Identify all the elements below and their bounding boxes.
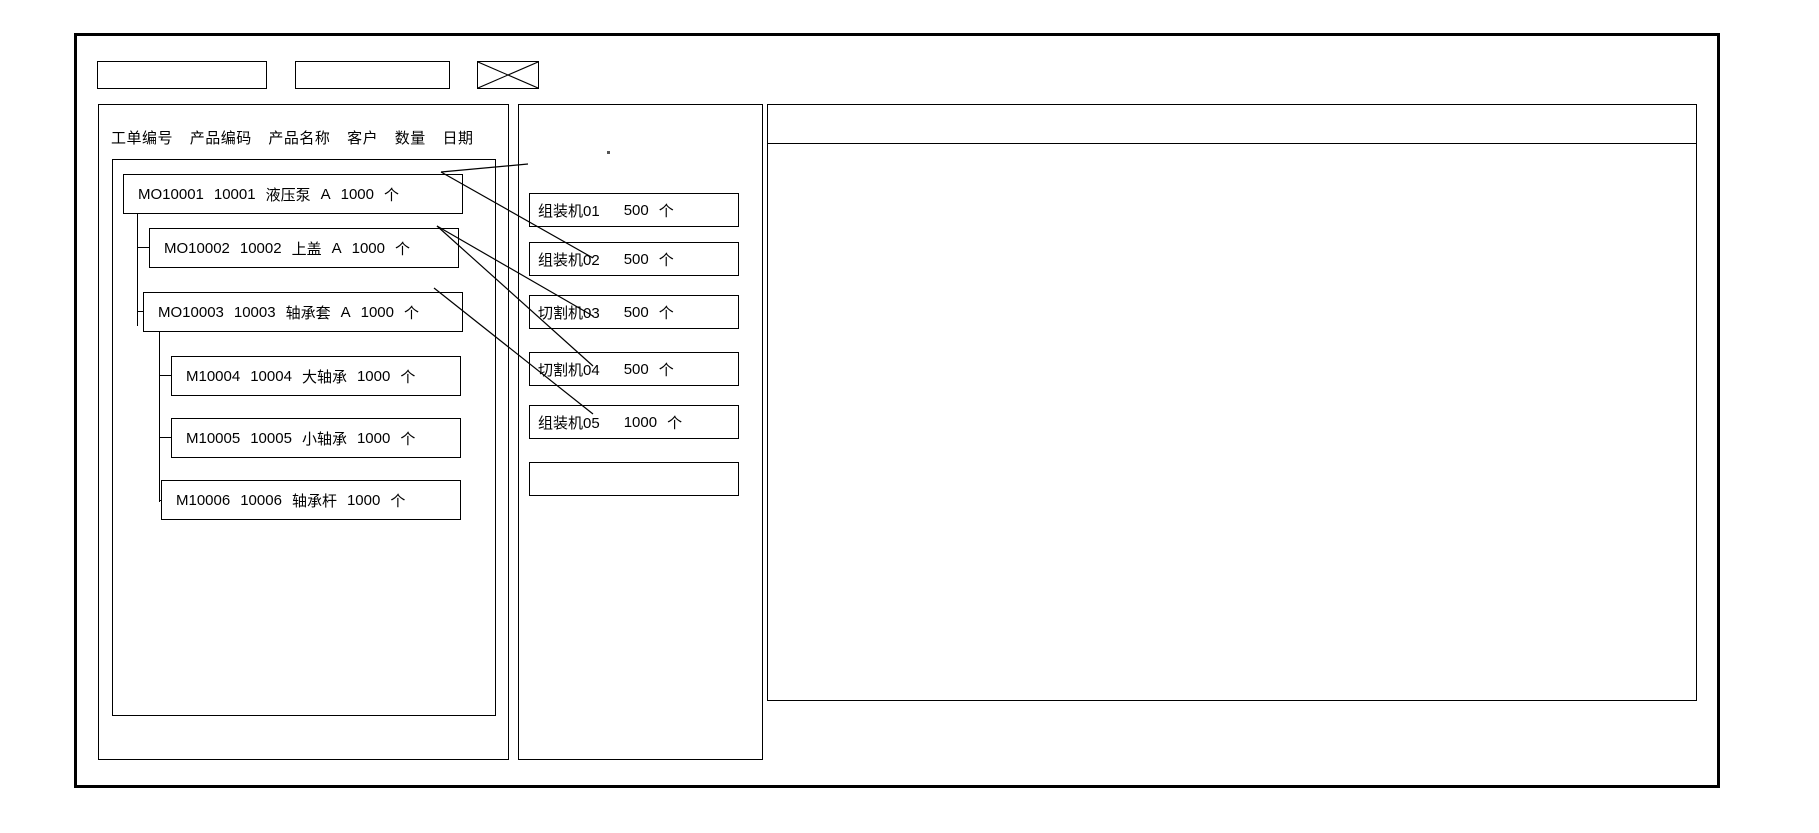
row-quantity: 1000 xyxy=(356,367,391,385)
table-row[interactable]: M10005 10005 小轴承 1000 个 xyxy=(171,418,461,458)
column-header-customer: 客户 xyxy=(347,130,379,147)
list-item[interactable]: 切割机03 500 个 xyxy=(529,295,739,329)
column-header-product-name: 产品名称 xyxy=(268,130,331,147)
row-customer: A xyxy=(340,303,351,321)
row-product-code: 10002 xyxy=(239,239,282,257)
list-item[interactable]: 切割机04 500 个 xyxy=(529,352,739,386)
machine-name: 切割机04 xyxy=(538,361,600,379)
toolbar-field-1[interactable] xyxy=(97,61,267,89)
machine-name: 组装机05 xyxy=(538,414,600,432)
machine-empty-slot[interactable] xyxy=(529,462,739,496)
window-frame: 工单编号 产品编码 产品名称 客户 数量 日期 MO10001 xyxy=(74,33,1720,788)
toolbar-field-2[interactable] xyxy=(295,61,450,89)
detail-panel-header[interactable] xyxy=(768,105,1696,143)
tree-connector-elbow-2 xyxy=(137,311,144,313)
row-unit: 个 xyxy=(395,240,411,258)
tree-connector-elbow-4 xyxy=(159,437,172,439)
column-headers: 工单编号 产品编码 产品名称 客户 数量 日期 xyxy=(111,127,473,148)
row-product-code: 10006 xyxy=(240,491,282,509)
column-header-order-no: 工单编号 xyxy=(111,130,174,147)
detail-panel xyxy=(767,104,1697,701)
table-row[interactable]: M10004 10004 大轴承 1000 个 xyxy=(171,356,461,396)
row-order-no: M10006 xyxy=(176,491,231,509)
row-quantity: 1000 xyxy=(360,303,394,321)
row-order-no: MO10002 xyxy=(164,239,230,257)
list-item[interactable]: 组装机05 1000 个 xyxy=(529,405,739,439)
row-product-name: 轴承杆 xyxy=(291,492,337,510)
column-header-date: 日期 xyxy=(442,130,474,147)
table-row[interactable]: M10006 10006 轴承杆 1000 个 xyxy=(161,480,461,520)
row-customer: A xyxy=(331,239,342,257)
row-customer: A xyxy=(320,185,331,203)
list-item[interactable]: 组装机02 500 个 xyxy=(529,242,739,276)
row-order-no: M10005 xyxy=(186,429,241,447)
machine-quantity: 500 xyxy=(623,303,649,321)
machine-name: 切割机03 xyxy=(538,304,600,322)
row-order-no: M10004 xyxy=(186,367,241,385)
row-product-name: 轴承套 xyxy=(285,304,331,322)
image-placeholder-icon xyxy=(477,61,539,89)
panel-dot-marker xyxy=(607,151,610,154)
row-quantity: 1000 xyxy=(340,185,374,203)
row-product-code: 10003 xyxy=(233,303,276,321)
row-product-name: 上盖 xyxy=(291,240,322,258)
row-unit: 个 xyxy=(390,492,406,510)
row-unit: 个 xyxy=(384,186,400,204)
machine-name: 组装机02 xyxy=(538,251,600,269)
machine-name: 组装机01 xyxy=(538,202,600,220)
tree-connector-trunk-1 xyxy=(137,214,139,326)
machine-quantity: 1000 xyxy=(623,413,658,431)
row-quantity: 1000 xyxy=(346,491,381,509)
row-product-name: 小轴承 xyxy=(301,430,347,448)
table-row[interactable]: MO10002 10002 上盖 A 1000 个 xyxy=(149,228,459,268)
detail-panel-header-divider xyxy=(768,143,1696,144)
table-row[interactable]: MO10003 10003 轴承套 A 1000 个 xyxy=(143,292,463,332)
machine-unit: 个 xyxy=(658,251,674,269)
machine-unit: 个 xyxy=(658,361,674,379)
machine-panel: 组装机01 500 个 组装机02 500 个 切割机03 500 个 切割机0… xyxy=(518,104,763,760)
table-row[interactable]: MO10001 10001 液压泵 A 1000 个 xyxy=(123,174,463,214)
tree-connector-elbow-1 xyxy=(137,247,150,249)
row-product-code: 10005 xyxy=(250,429,292,447)
row-product-name: 液压泵 xyxy=(265,186,311,204)
machine-quantity: 500 xyxy=(623,360,649,378)
work-order-tree: MO10001 10001 液压泵 A 1000 个 MO10002 10002… xyxy=(112,159,496,716)
machine-unit: 个 xyxy=(658,304,674,322)
list-item[interactable]: 组装机01 500 个 xyxy=(529,193,739,227)
column-header-product-code: 产品编码 xyxy=(189,130,252,147)
row-unit: 个 xyxy=(400,430,416,448)
row-unit: 个 xyxy=(404,304,420,322)
machine-unit: 个 xyxy=(667,414,683,432)
work-order-panel: 工单编号 产品编码 产品名称 客户 数量 日期 MO10001 xyxy=(98,104,509,760)
row-unit: 个 xyxy=(400,368,416,386)
row-quantity: 1000 xyxy=(351,239,385,257)
row-order-no: MO10003 xyxy=(158,303,224,321)
tree-connector-elbow-5 xyxy=(159,500,162,502)
machine-quantity: 500 xyxy=(623,250,649,268)
column-header-quantity: 数量 xyxy=(394,130,426,147)
row-product-name: 大轴承 xyxy=(301,368,347,386)
tree-connector-trunk-2 xyxy=(159,332,161,502)
machine-quantity: 500 xyxy=(623,201,649,219)
detail-panel-body[interactable] xyxy=(768,144,1696,700)
row-product-code: 10004 xyxy=(250,367,292,385)
machine-unit: 个 xyxy=(658,202,674,220)
row-quantity: 1000 xyxy=(356,429,391,447)
row-order-no: MO10001 xyxy=(138,185,204,203)
tree-connector-elbow-3 xyxy=(159,375,172,377)
row-product-code: 10001 xyxy=(213,185,256,203)
